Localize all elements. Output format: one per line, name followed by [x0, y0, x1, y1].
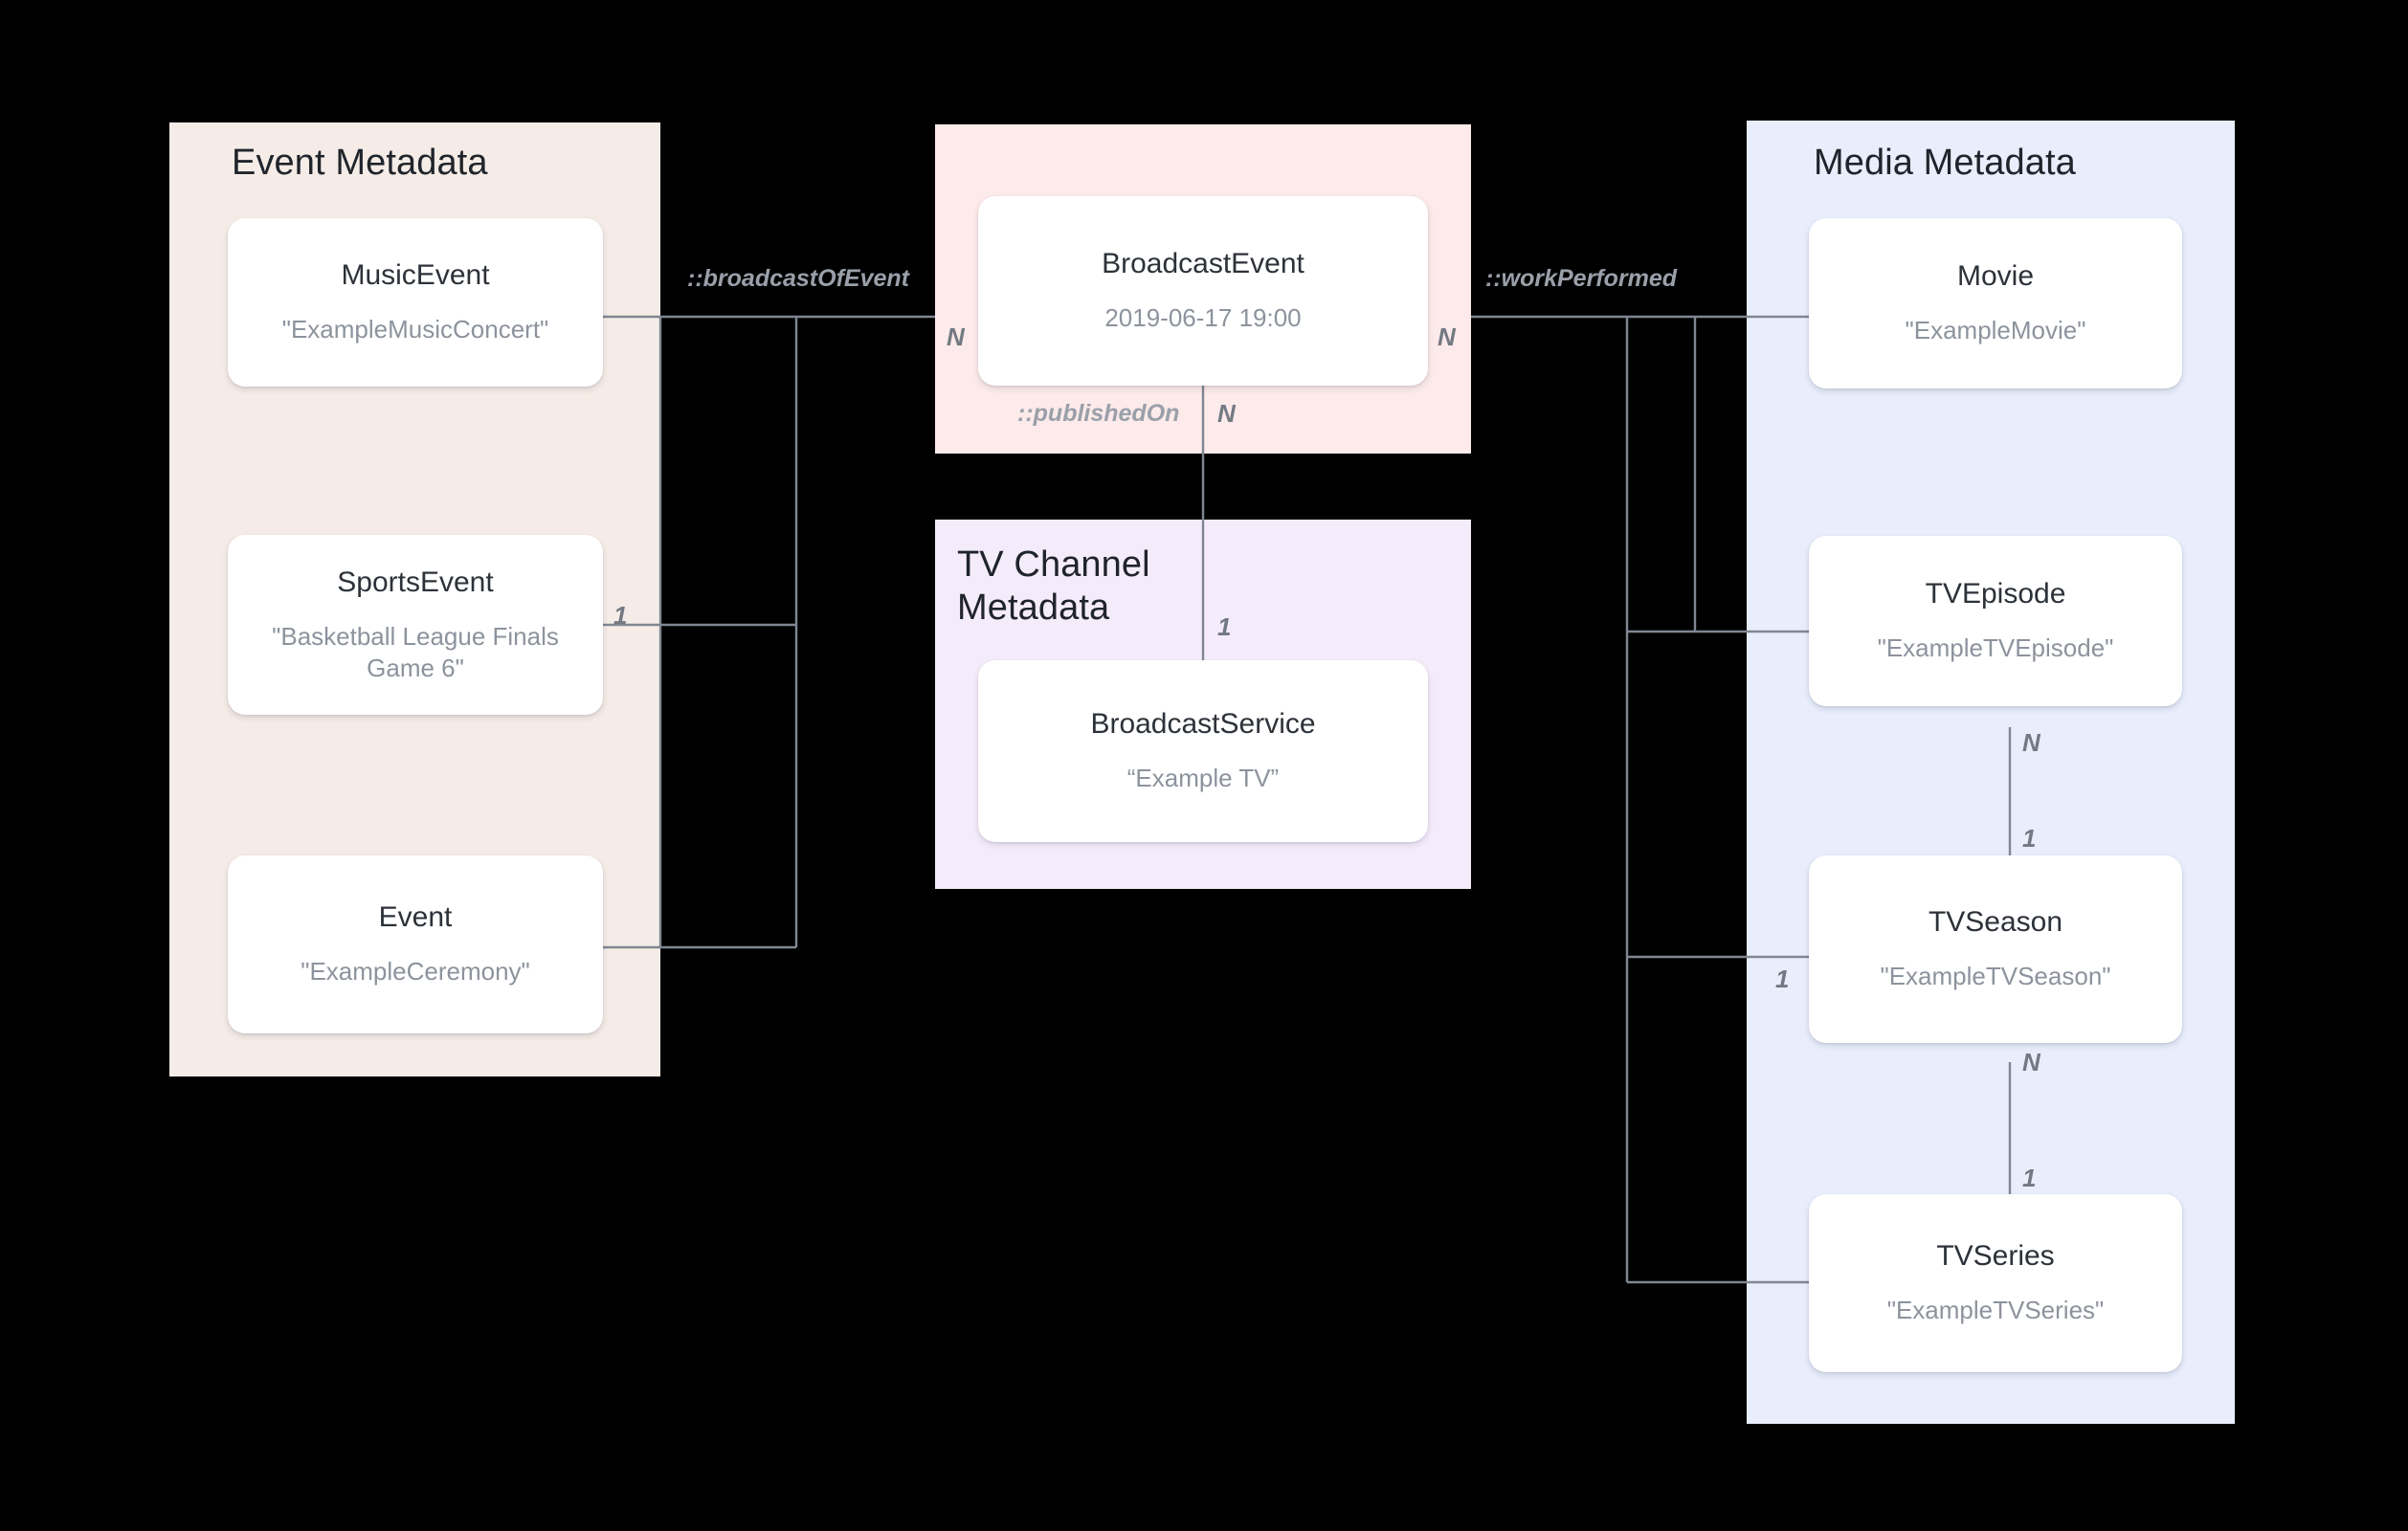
cardinality-broadcast-left-n: N: [947, 322, 965, 351]
node-sportsevent-title: SportsEvent: [337, 566, 494, 598]
node-tvepisode-value: "ExampleTVEpisode": [1877, 633, 2114, 663]
node-tvepisode-title: TVEpisode: [1925, 578, 2066, 610]
cardinality-tvseason-1-vertical: 1: [2022, 824, 2037, 853]
group-title-event-metadata: Event Metadata: [232, 143, 488, 183]
cardinality-broadcast-bottom-n: N: [1217, 399, 1236, 428]
node-tvseries[interactable]: TVSeries "ExampleTVSeries": [1809, 1194, 2182, 1372]
cardinality-tvepisode-n: N: [2022, 728, 2040, 757]
node-musicevent-value: "ExampleMusicConcert": [281, 315, 549, 344]
node-broadcastservice[interactable]: BroadcastService “Example TV”: [978, 660, 1428, 842]
node-event-value: "ExampleCeremony": [301, 957, 530, 987]
node-tvseries-value: "ExampleTVSeries": [1886, 1296, 2105, 1325]
cardinality-broadcastservice-1: 1: [1217, 612, 1232, 641]
node-movie-title: Movie: [1956, 260, 2035, 293]
node-tvseries-title: TVSeries: [1936, 1240, 2055, 1273]
node-tvseason-title: TVSeason: [1928, 906, 2063, 939]
cardinality-tvseason-1-horizontal: 1: [1775, 965, 1790, 993]
node-broadcastevent-value: 2019-06-17 19:00: [1104, 303, 1302, 333]
edge-label-workperformed: ::workPerformed: [1485, 265, 1678, 292]
node-movie-value: "ExampleMovie": [1905, 316, 2086, 345]
node-musicevent-title: MusicEvent: [341, 259, 490, 292]
edge-label-publishedon: ::publishedOn: [1017, 400, 1180, 427]
node-event-title: Event: [378, 901, 453, 934]
node-broadcastevent[interactable]: BroadcastEvent 2019-06-17 19:00: [978, 196, 1428, 386]
node-event[interactable]: Event "ExampleCeremony": [228, 855, 603, 1033]
node-movie[interactable]: Movie "ExampleMovie": [1809, 218, 2182, 388]
node-tvseason[interactable]: TVSeason "ExampleTVSeason": [1809, 855, 2182, 1043]
group-title-tv-channel-metadata: TV Channel Metadata: [957, 544, 1150, 628]
node-tvseason-value: "ExampleTVSeason": [1880, 962, 2111, 991]
cardinality-tvseason-n: N: [2022, 1048, 2040, 1076]
edge-label-broadcastofevent: ::broadcastOfEvent: [687, 265, 909, 292]
cardinality-tvseries-1-vertical: 1: [2022, 1164, 2037, 1192]
node-sportsevent[interactable]: SportsEvent "Basketball League Finals Ga…: [228, 535, 603, 715]
cardinality-sportsevent-1: 1: [613, 601, 628, 630]
cardinality-broadcast-right-n: N: [1438, 322, 1456, 351]
node-sportsevent-value: "Basketball League Finals Game 6": [272, 621, 559, 682]
node-broadcastservice-title: BroadcastService: [1090, 708, 1316, 741]
node-tvepisode[interactable]: TVEpisode "ExampleTVEpisode": [1809, 536, 2182, 706]
node-broadcastevent-title: BroadcastEvent: [1102, 248, 1304, 280]
node-broadcastservice-value: “Example TV”: [1126, 764, 1280, 793]
node-musicevent[interactable]: MusicEvent "ExampleMusicConcert": [228, 218, 603, 387]
group-title-media-metadata: Media Metadata: [1814, 143, 2076, 183]
